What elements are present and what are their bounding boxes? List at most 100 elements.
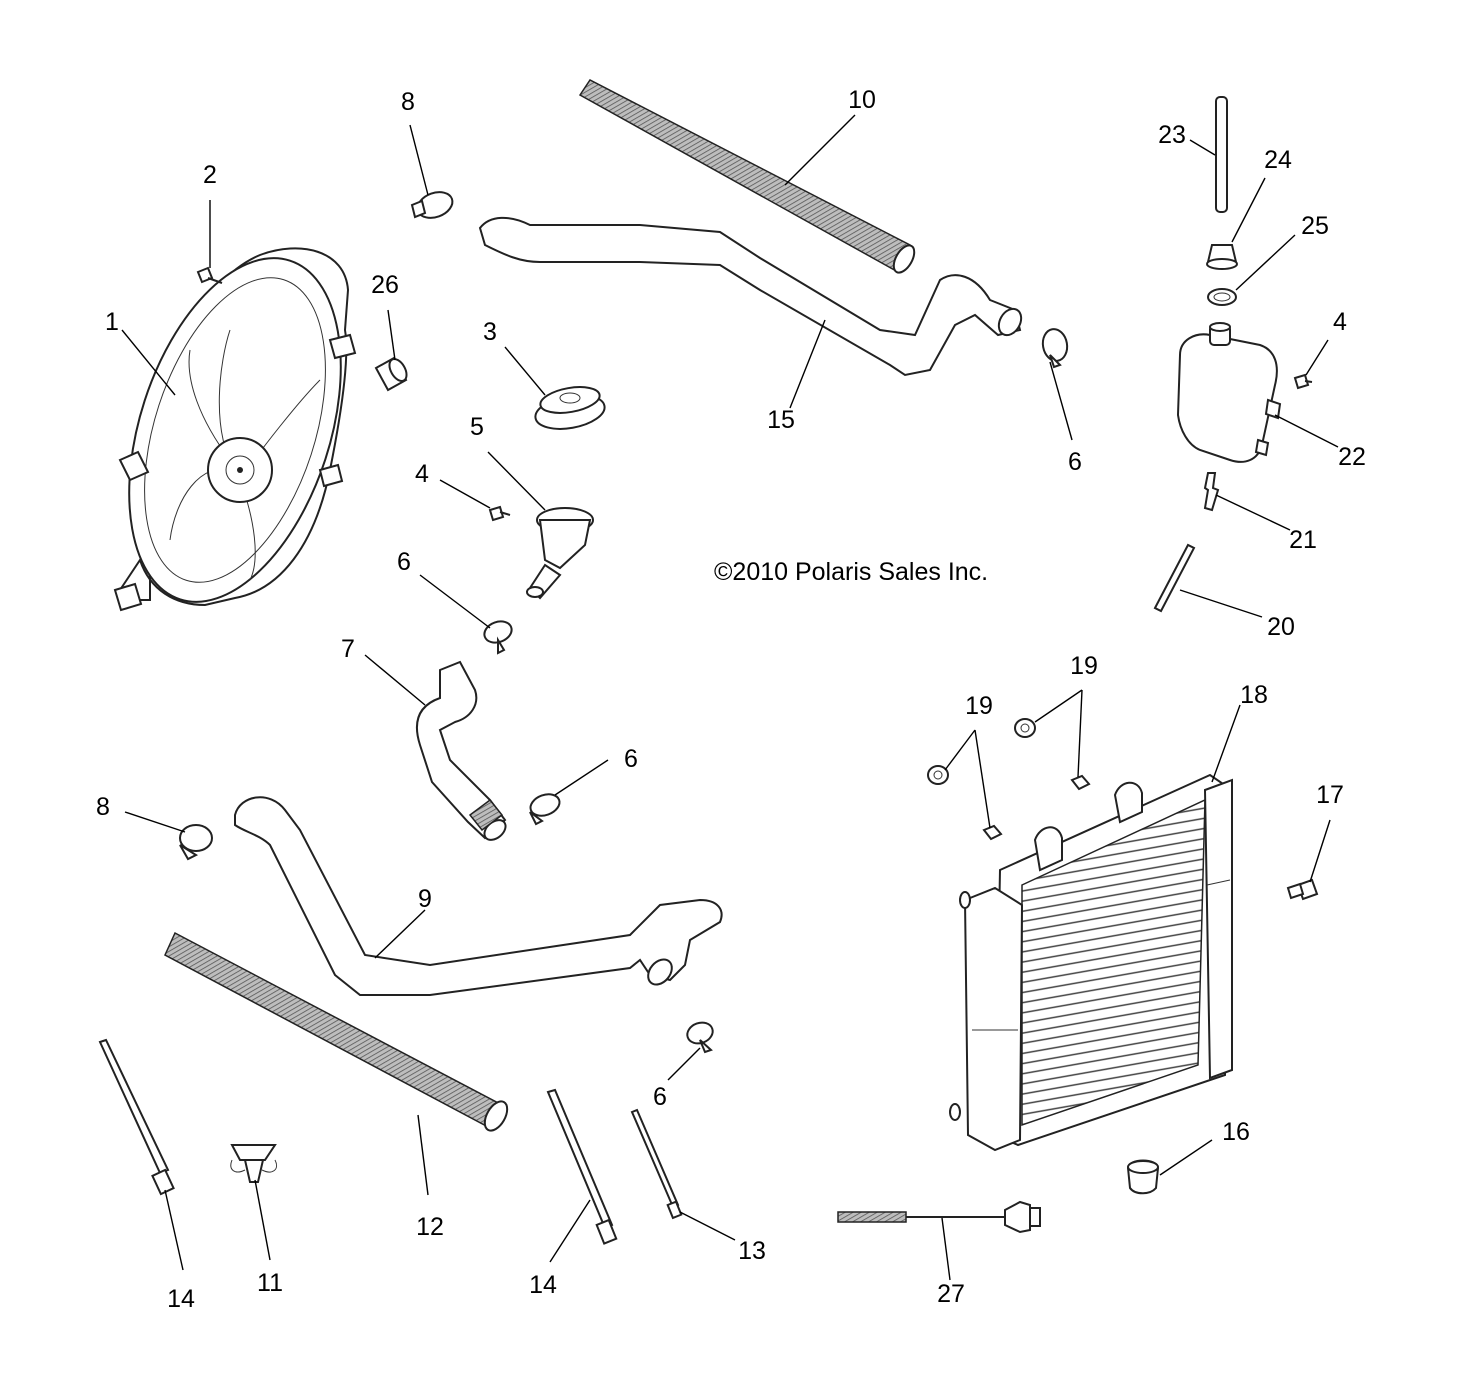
callout-6-top-right: 6	[1068, 448, 1082, 476]
callout-1: 1	[105, 308, 119, 336]
screw-part-4-left	[488, 505, 511, 522]
leader-16	[1159, 1139, 1213, 1176]
callout-20: 20	[1267, 613, 1295, 641]
cooling-fan-assembly	[113, 247, 357, 612]
callout-27: 27	[937, 1280, 965, 1308]
leader-8-top	[409, 124, 429, 196]
callout-22: 22	[1338, 443, 1366, 471]
screw-part-4-right	[1293, 373, 1313, 390]
corrugated-sleeve-part-10	[578, 79, 916, 274]
bolt-part-17	[1286, 878, 1319, 901]
leader-25	[1235, 234, 1296, 291]
cable-tie-part-13	[630, 1108, 683, 1220]
leader-19a-2	[974, 729, 991, 829]
callout-2: 2	[203, 161, 217, 189]
radiator-part-18	[949, 773, 1234, 1152]
callout-18: 18	[1240, 681, 1268, 709]
callout-15: 15	[767, 406, 795, 434]
temperature-sensor-part-27	[837, 1200, 1041, 1234]
hose-clamp-part-6-top-right	[1041, 328, 1069, 369]
leader-6-mid	[419, 574, 491, 629]
grommet-part-19	[927, 718, 1091, 841]
vent-tube-part-23	[1215, 96, 1228, 213]
leader-6-top-right	[1049, 361, 1073, 441]
leader-3	[504, 346, 546, 396]
leader-22	[1274, 414, 1339, 448]
leader-4-left	[439, 479, 491, 509]
push-rivet-part-11	[230, 1144, 277, 1183]
callout-13: 13	[738, 1237, 766, 1265]
leader-18	[1211, 704, 1241, 783]
leader-13	[679, 1211, 736, 1241]
screw-part-2	[196, 266, 223, 284]
leader-6-lower	[554, 759, 609, 796]
cable-tie-part-14-left	[98, 1038, 175, 1196]
callout-19-right: 19	[1070, 652, 1098, 680]
leader-6-right	[667, 1047, 701, 1081]
hose-clamp-part-8-top	[410, 191, 454, 219]
leader-15	[789, 319, 826, 409]
callout-24: 24	[1264, 146, 1292, 174]
callout-14-left: 14	[167, 1285, 195, 1313]
overflow-tube-part-20	[1153, 543, 1196, 613]
leader-27	[941, 1217, 951, 1281]
filler-neck-part-5	[526, 507, 594, 600]
hose-clamp-part-6-right	[686, 1021, 714, 1054]
hose-clamp-part-8-bottom	[179, 824, 213, 861]
o-ring-part-25	[1207, 288, 1237, 306]
hose-clamp-part-6-lower	[529, 793, 561, 826]
callout-6-mid: 6	[397, 548, 411, 576]
leader-4-right	[1305, 339, 1329, 376]
reservoir-cap-part-24	[1206, 244, 1238, 270]
callout-6-right: 6	[653, 1083, 667, 1111]
callout-8-top: 8	[401, 88, 415, 116]
leader-21	[1215, 494, 1291, 531]
leader-26	[387, 309, 396, 361]
leader-19b-1	[1034, 689, 1083, 723]
callout-12: 12	[416, 1213, 444, 1241]
leader-12	[417, 1114, 429, 1196]
callout-7: 7	[341, 635, 355, 663]
callout-19-left: 19	[965, 692, 993, 720]
cable-tie-part-14-mid	[546, 1088, 618, 1245]
callout-26: 26	[371, 271, 399, 299]
callout-4-right: 4	[1333, 308, 1347, 336]
leader-24	[1231, 177, 1266, 243]
hose-clamp-part-6-mid	[483, 620, 513, 655]
leader-19b-2	[1077, 689, 1083, 778]
grommet-part-26	[374, 356, 408, 392]
leader-23	[1189, 139, 1216, 156]
callout-6-lower: 6	[624, 745, 638, 773]
callout-11: 11	[257, 1269, 283, 1297]
callout-14-mid: 14	[529, 1271, 557, 1299]
callout-17: 17	[1316, 781, 1344, 809]
leader-1	[121, 329, 176, 396]
callout-5: 5	[470, 413, 484, 441]
leader-7	[364, 654, 426, 706]
leader-14-left	[164, 1189, 184, 1271]
leader-20	[1179, 589, 1263, 618]
leader-14-mid	[549, 1199, 591, 1263]
leader-5	[487, 451, 546, 511]
leader-10	[784, 114, 856, 186]
callout-16: 16	[1222, 1118, 1250, 1146]
leader-11	[254, 1179, 271, 1261]
callout-4-left: 4	[415, 460, 429, 488]
corrugated-sleeve-part-12	[164, 931, 509, 1132]
callout-labels: 1 2 3 4 4 5 6 6 6 6 7 8 8 9 10 11 12 13 …	[96, 86, 1366, 1313]
leader-17	[1309, 819, 1331, 883]
coolant-hose-part-7	[415, 660, 507, 841]
callout-3: 3	[483, 318, 497, 346]
callout-10: 10	[848, 86, 876, 114]
coolant-reservoir-part-22	[1176, 322, 1282, 463]
radiator-hose-part-15	[478, 216, 1023, 377]
drain-plug-part-16	[1126, 1159, 1160, 1195]
leader-9	[374, 909, 426, 959]
callout-8-bottom: 8	[96, 793, 110, 821]
callout-25: 25	[1301, 212, 1329, 240]
leader-19a-1	[944, 729, 976, 771]
callout-21: 21	[1289, 526, 1317, 554]
leader-8-bottom	[124, 811, 186, 833]
radiator-hose-part-9	[234, 796, 723, 996]
